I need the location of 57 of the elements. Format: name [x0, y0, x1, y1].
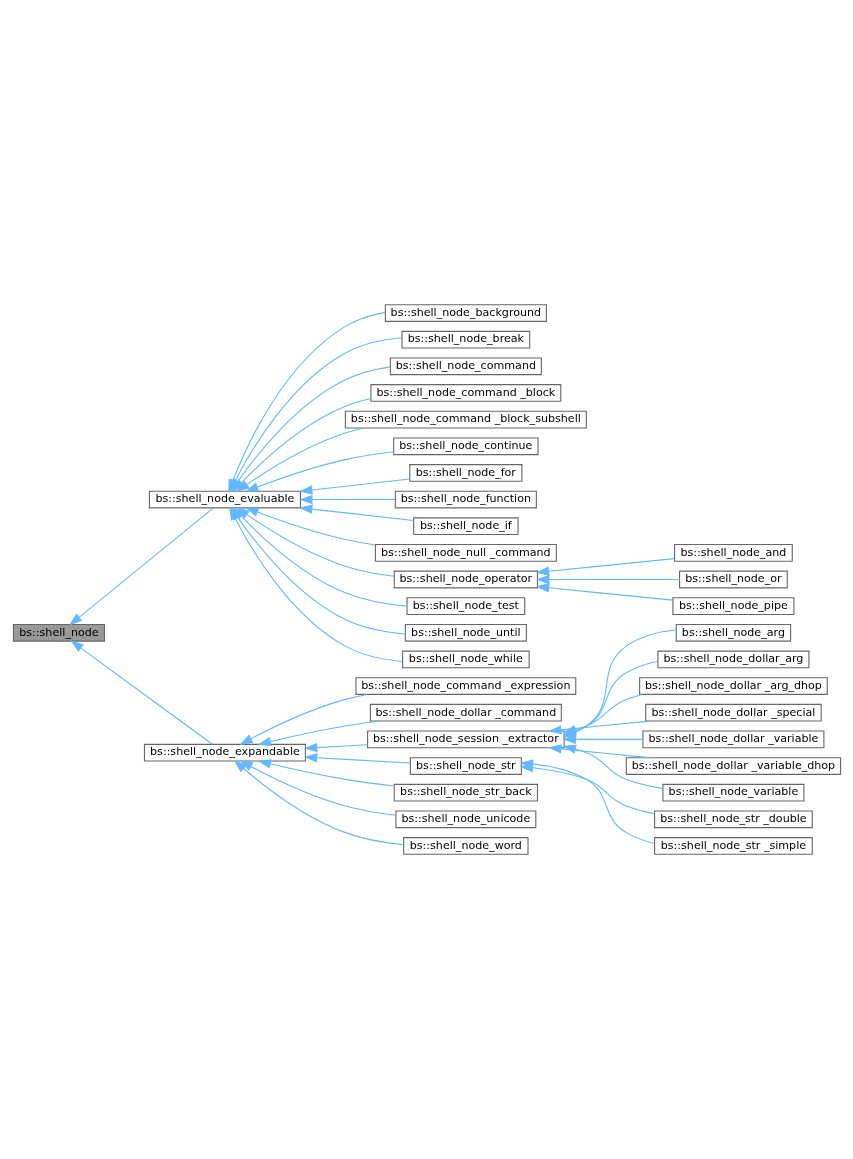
node-box: bs::shell_node_word [402, 837, 529, 855]
arrow [244, 451, 394, 492]
node-box: bs::shell_node_dollar _variable_dhop [625, 757, 841, 775]
arrow [535, 583, 673, 601]
arrow [547, 744, 650, 759]
arrow [238, 760, 396, 816]
node-box: bs::shell_node_background [384, 304, 547, 322]
arrow [562, 744, 663, 790]
node-box: bs::shell_node_continue [392, 437, 539, 456]
node-box: bs::shell_node_dollar_arg [656, 650, 809, 669]
node-box: bs::shell_node [12, 623, 105, 642]
node-box: bs::shell_node_command _block_subshell [344, 410, 587, 429]
arrow [298, 504, 414, 522]
arrow [244, 507, 376, 546]
node-box: bs::shell_node_while [401, 650, 530, 669]
node-box: bs::shell_node_session _extractor [366, 730, 565, 749]
arrow [298, 478, 410, 495]
node-box: bs::shell_node_or [678, 570, 788, 589]
node-box: bs::shell_node_break [400, 330, 530, 349]
node-box: bs::shell_node_command _expression [354, 677, 576, 695]
node-box: bs::shell_node_null _command [374, 543, 557, 562]
node-box: bs::shell_node_command [389, 357, 542, 376]
node-box: bs::shell_node_dollar _arg_dhop [638, 677, 828, 695]
arrow [298, 494, 396, 505]
node-box: bs::shell_node_until [404, 623, 527, 642]
node-box: bs::shell_node_and [673, 543, 793, 562]
arrow [562, 734, 643, 745]
arrow [303, 753, 411, 764]
node-box: bs::shell_node_command _block [369, 384, 561, 402]
node-box: bs::shell_node_dollar _command [369, 703, 562, 722]
arrow [257, 759, 395, 787]
arrow [303, 742, 368, 753]
node-box: bs::shell_node_arg [675, 623, 791, 642]
arrow [535, 558, 675, 576]
node-box: bs::shell_node_expandable [143, 743, 306, 762]
arrow [233, 759, 404, 846]
arrow [535, 574, 680, 585]
node-box: bs::shell_node_str_back [393, 783, 538, 802]
node-box: bs::shell_node_dollar _special [644, 703, 822, 722]
arrow [235, 427, 364, 493]
node-box: bs::shell_node_function [394, 490, 537, 509]
node-box: bs::shell_node_evaluable [148, 490, 301, 509]
node-box: bs::shell_node_test [405, 597, 525, 616]
node-box: bs::shell_node_dollar _variable [641, 730, 824, 749]
arrow [257, 720, 380, 747]
node-box: bs::shell_node_operator [393, 570, 538, 589]
node-box: bs::shell_node_variable [661, 783, 804, 802]
arrow [69, 640, 213, 745]
arrow [68, 507, 214, 626]
node-box: bs::shell_node_pipe [671, 597, 794, 616]
node-box: bs::shell_node_str [409, 757, 522, 775]
node-box: bs::shell_node_str _simple [653, 837, 813, 855]
node-box: bs::shell_node_if [412, 517, 519, 536]
arrow [238, 693, 368, 745]
node-box: bs::shell_node_unicode [394, 810, 536, 829]
node-box: bs::shell_node_for [408, 464, 522, 482]
node-box: bs::shell_node_str _double [653, 810, 813, 829]
